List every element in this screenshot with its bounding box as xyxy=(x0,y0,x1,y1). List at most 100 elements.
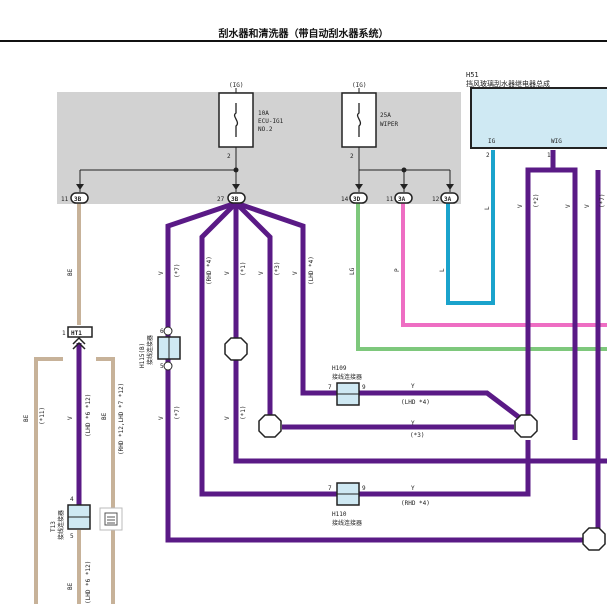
svg-text:Y: Y xyxy=(411,420,415,427)
relay-name: 挡风玻璃刮水器继电器总成 xyxy=(466,79,550,88)
svg-text:V: V xyxy=(258,271,265,275)
svg-text:(RHD *12,LHD *7 *12): (RHD *12,LHD *7 *12) xyxy=(118,383,125,455)
splice-junction xyxy=(514,414,538,438)
wire-tan xyxy=(34,203,115,604)
svg-text:V: V xyxy=(224,271,231,275)
svg-text:BE: BE xyxy=(67,582,74,590)
connector-3b-11: 3B 11 xyxy=(61,192,89,204)
wire-purple xyxy=(76,150,607,543)
svg-text:H110: H110 xyxy=(332,511,347,518)
wire-labels: BE V (*7) (RHD *4) V (*1) V (*3) V (LHD … xyxy=(23,194,606,604)
svg-text:V: V xyxy=(292,271,299,275)
svg-text:27: 27 xyxy=(217,196,225,203)
wire-green xyxy=(356,203,607,351)
connector-3d-14: 3D 14 xyxy=(341,192,368,204)
splice-junction xyxy=(582,527,606,551)
relay-code: H51 xyxy=(466,71,479,79)
fuse-1-out-pin: 2 xyxy=(227,153,231,160)
svg-text:1: 1 xyxy=(62,330,66,337)
arrow-icon xyxy=(446,184,454,190)
connector-h109: 7 9 H109 接线连接器 xyxy=(328,365,366,406)
fuse-2-rating: 25A xyxy=(380,112,391,119)
svg-text:接线连接器: 接线连接器 xyxy=(57,510,65,540)
svg-text:LG: LG xyxy=(349,267,356,275)
splice-dot xyxy=(233,167,239,173)
svg-text:P: P xyxy=(394,268,401,272)
svg-text:H109: H109 xyxy=(332,365,347,372)
connector-ht1: HT1 1 xyxy=(62,326,93,350)
splice-dot xyxy=(401,167,407,173)
svg-text:接线连接器: 接线连接器 xyxy=(332,373,362,381)
svg-text:7: 7 xyxy=(328,485,332,492)
svg-text:Y: Y xyxy=(411,485,415,492)
connector-h115: 6 5 H115(B) 接线连接器 xyxy=(139,326,181,371)
page-title: 刮水器和清洗器（带自动刮水器系统） xyxy=(218,29,389,40)
title-divider xyxy=(0,40,607,42)
connector-view-icon[interactable] xyxy=(99,507,123,531)
fuse-2-name1: WIPER xyxy=(380,121,398,128)
fuse-1-rating: 10A xyxy=(258,110,269,117)
connector-3b-27: 3B 27 xyxy=(217,192,246,204)
svg-text:9: 9 xyxy=(362,485,366,492)
fuse-1-element-icon xyxy=(233,103,239,137)
svg-text:接线连接器: 接线连接器 xyxy=(146,335,154,365)
arrow-icon xyxy=(232,184,240,190)
svg-text:BE: BE xyxy=(23,414,30,422)
svg-text:V: V xyxy=(67,416,74,420)
svg-text:V: V xyxy=(565,204,572,208)
svg-text:(*11): (*11) xyxy=(39,407,46,425)
svg-text:(LHD *4): (LHD *4) xyxy=(308,256,315,285)
wire-pink xyxy=(401,203,607,327)
fuse-1-name2: NO.2 xyxy=(258,126,273,133)
svg-text:V: V xyxy=(158,271,165,275)
svg-text:(*7): (*7) xyxy=(174,264,181,278)
svg-text:V: V xyxy=(158,416,165,420)
svg-text:3B: 3B xyxy=(74,196,82,203)
svg-text:V: V xyxy=(517,204,524,208)
connector-3a-12: 3A 12 xyxy=(432,192,459,204)
svg-text:7: 7 xyxy=(328,384,332,391)
svg-text:12: 12 xyxy=(432,196,440,203)
svg-text:6: 6 xyxy=(160,328,164,335)
svg-text:(*7): (*7) xyxy=(174,406,181,420)
fuse-1-supply: (IG) xyxy=(229,82,243,89)
svg-text:T13: T13 xyxy=(50,521,57,532)
fuse-1-name1: ECU-IG1 xyxy=(258,118,284,125)
svg-text:H115(B): H115(B) xyxy=(139,343,146,368)
svg-text:(*1): (*1) xyxy=(240,406,247,420)
svg-text:5: 5 xyxy=(160,363,164,370)
svg-text:(*3): (*3) xyxy=(274,262,281,276)
svg-text:5: 5 xyxy=(70,533,74,540)
svg-text:BE: BE xyxy=(67,268,74,276)
svg-text:(LHD *4): (LHD *4) xyxy=(401,399,430,406)
svg-text:(*2): (*2) xyxy=(533,194,540,208)
svg-text:(RHD *4): (RHD *4) xyxy=(401,500,430,507)
svg-text:BE: BE xyxy=(101,412,108,420)
relay-pin-wig-label: WIG xyxy=(551,138,562,145)
connector-3a-11: 3A 11 xyxy=(386,192,413,204)
chevron-up-icon xyxy=(72,336,86,345)
wire-cyan xyxy=(446,150,495,305)
svg-text:11: 11 xyxy=(386,196,394,203)
svg-text:L: L xyxy=(439,268,446,272)
svg-text:11: 11 xyxy=(61,196,69,203)
svg-text:4: 4 xyxy=(70,496,74,503)
svg-text:HT1: HT1 xyxy=(71,330,82,337)
fuse-2-element-icon xyxy=(356,103,362,137)
fuse-2-out-pin: 2 xyxy=(350,153,354,160)
svg-text:V: V xyxy=(224,416,231,420)
relay-box xyxy=(470,87,607,149)
arrow-icon xyxy=(76,184,84,190)
junction-block xyxy=(57,92,461,204)
svg-text:(*3): (*3) xyxy=(410,432,424,439)
svg-text:(RHD *4): (RHD *4) xyxy=(206,256,213,285)
arrow-icon xyxy=(355,184,363,190)
connector-t13: 4 5 T13 接线连接器 xyxy=(50,496,91,540)
svg-text:(LHD *6 *12): (LHD *6 *12) xyxy=(85,394,92,437)
svg-text:(*7): (*7) xyxy=(599,194,606,208)
relay-pin-ig-label: IG xyxy=(488,138,496,145)
splice-junction xyxy=(224,337,248,361)
svg-text:接线连接器: 接线连接器 xyxy=(332,519,362,527)
connector-h110: 7 9 H110 接线连接器 xyxy=(328,482,366,527)
